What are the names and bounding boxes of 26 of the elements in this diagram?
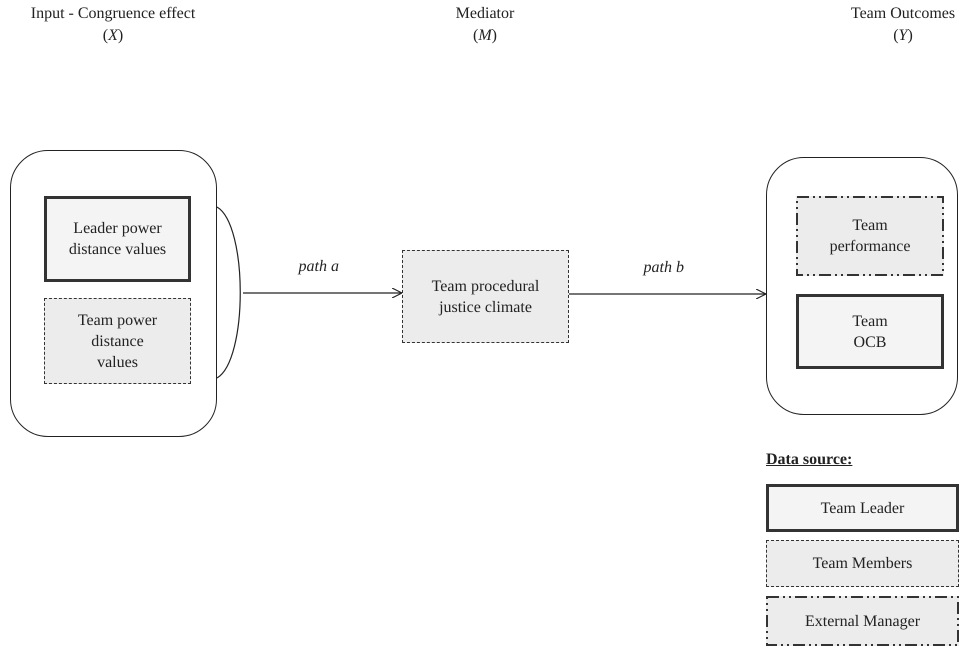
legend-item: Team Members (766, 540, 959, 587)
column-heading: Team Outcomes (850, 5, 956, 23)
edge-label: path a (296, 258, 341, 276)
variable-box (796, 196, 944, 276)
arrow (243, 287, 403, 299)
variable-label: Team performance (828, 216, 912, 257)
variable-label: Team procedural justice climate (430, 276, 540, 318)
column-heading: Input - Congruence effect (30, 5, 196, 23)
variable-box (796, 294, 944, 369)
variable-box (44, 196, 191, 282)
variable-label: Leader power distance values (68, 219, 168, 260)
column-heading: Mediator (454, 5, 516, 23)
legend-item: Team Leader (766, 484, 959, 532)
variable-box (44, 298, 191, 384)
column-heading: (M) (472, 27, 498, 45)
column-heading: (Y) (892, 27, 914, 45)
column-heading: (X) (102, 27, 124, 45)
legend-item: External Manager (766, 596, 959, 646)
edge-label: path b (642, 259, 686, 277)
group-container (766, 157, 958, 415)
legend-heading: Data source: (766, 451, 852, 469)
variable-box (402, 250, 569, 343)
group-container (10, 150, 217, 437)
variable-label: Team OCB (851, 312, 889, 352)
variable-label: Team power distance values (76, 310, 158, 372)
arrow (569, 288, 767, 300)
